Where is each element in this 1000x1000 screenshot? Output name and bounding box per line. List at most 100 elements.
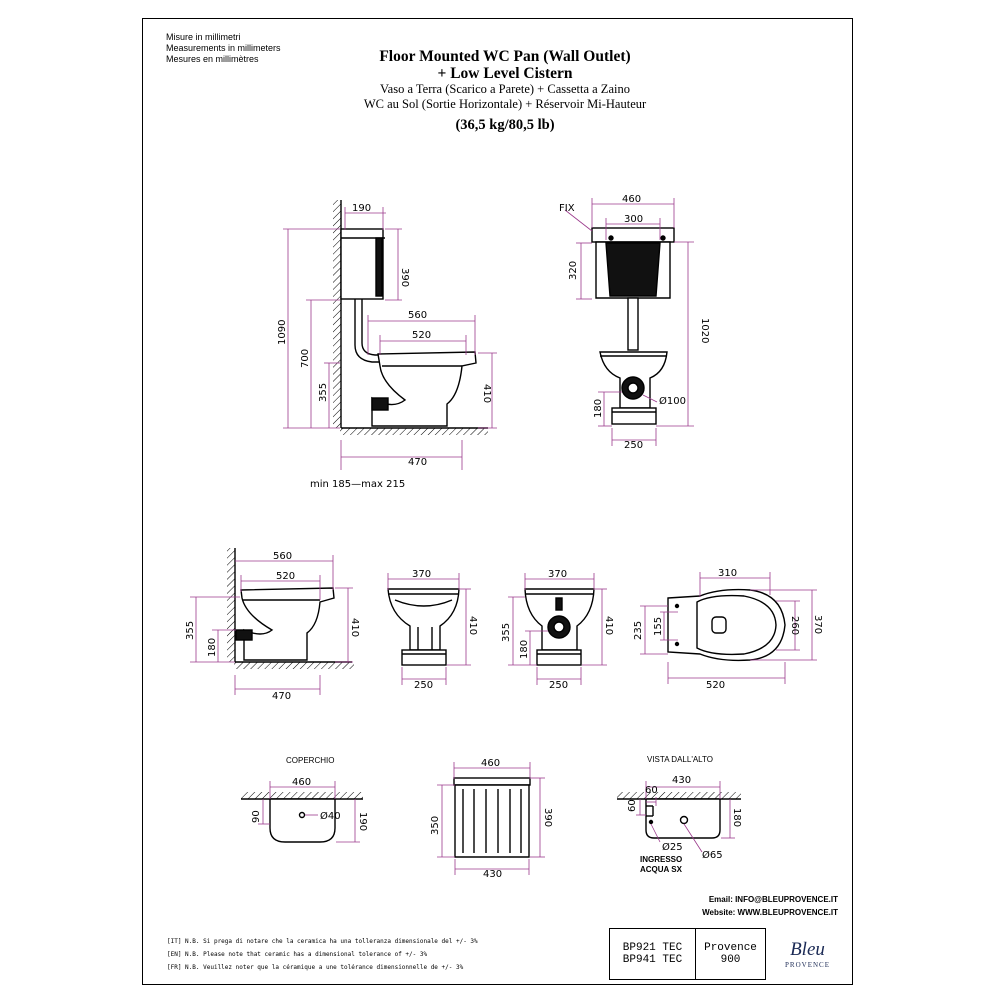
inlet-label-2: ACQUA SX	[640, 865, 683, 874]
note-fr: [FR] N.B. Veuillez noter que la céramiqu…	[167, 964, 464, 971]
fix-label: FIX	[559, 203, 575, 214]
dim-470: 470	[408, 457, 427, 468]
cistern-top-dim-d65: Ø65	[702, 849, 723, 861]
cistern-front-labels: 460 350 390 430	[430, 758, 553, 880]
dim-190: 190	[352, 203, 371, 214]
title-french: WC au Sol (Sortie Horizontale) + Réservo…	[363, 97, 647, 111]
drawing-sheet	[142, 18, 853, 985]
pan-dim-470: 470	[272, 691, 291, 702]
front-view-labels: FIX 460 300 320 1020 180 Ø100 250	[559, 194, 710, 451]
pan-front-dim-250: 250	[414, 680, 433, 691]
lid-dim-460: 460	[292, 777, 311, 788]
cistern-top-view	[617, 792, 741, 839]
lid-view	[241, 792, 363, 843]
pan-dim-355: 355	[185, 621, 196, 640]
units-it: Misure in millimetri	[166, 32, 241, 42]
lid-dim-90: 90	[251, 810, 262, 823]
pan-side-view	[227, 548, 354, 669]
lid-dim-190: 190	[357, 812, 368, 831]
pan-back-labels: 370 355 180 410 250	[501, 569, 614, 691]
side-view-labels: 190 390 560 520 1090 700 355 410 470 min…	[277, 203, 492, 490]
pan-top-labels: 310 235 155 260 370 520	[633, 568, 823, 691]
cistern-dim-460: 460	[481, 758, 500, 769]
weight: (36,5 kg/80,5 lb)	[455, 117, 555, 133]
title-line2: + Low Level Cistern	[437, 65, 573, 82]
pan-side-labels: 560 520 355 180 410 470	[185, 551, 360, 702]
cistern-top-dim-d25: Ø25	[662, 841, 683, 853]
dim-410: 410	[481, 384, 492, 403]
dim-355: 355	[318, 383, 329, 402]
note-en: [EN] N.B. Please note that ceramic has a…	[167, 951, 428, 958]
range-box: Provence 900	[695, 928, 766, 980]
pan-dim-410: 410	[349, 618, 360, 637]
dim-390: 390	[399, 268, 410, 287]
cistern-front-view	[453, 777, 531, 858]
front-view-dims	[564, 198, 694, 446]
title-line1: Floor Mounted WC Pan (Wall Outlet)	[379, 48, 631, 65]
units-en: Measurements in millimeters	[166, 43, 281, 53]
pan-front-view	[387, 588, 460, 666]
cistern-top-dim-60b: 60	[627, 799, 638, 812]
pan-back-dim-355: 355	[501, 623, 512, 642]
side-view-dims	[283, 207, 497, 470]
lid-label: COPERCHIO	[286, 756, 334, 765]
pan-dim-520: 520	[276, 571, 295, 582]
pan-dim-560: 560	[273, 551, 292, 562]
pan-top-dim-235: 235	[633, 621, 644, 640]
pan-dim-180: 180	[207, 638, 218, 657]
cistern-dim-430: 430	[483, 869, 502, 880]
pan-back-dim-370: 370	[548, 569, 567, 580]
product-code-2: BP941 TEC	[622, 954, 683, 966]
lid-labels: COPERCHIO 460 90 Ø40 190	[251, 756, 368, 831]
pan-top-dim-310: 310	[718, 568, 737, 579]
front-view	[591, 227, 675, 425]
dim-180: 180	[593, 399, 604, 418]
pan-back-dim-410: 410	[603, 616, 614, 635]
pan-back-dim-250: 250	[549, 680, 568, 691]
units-fr: Mesures en millimètres	[166, 54, 259, 64]
inlet-label-1: INGRESSO	[640, 855, 682, 864]
pan-front-dim-410: 410	[467, 616, 478, 635]
logo-name: Bleu	[790, 939, 825, 960]
pan-front-dims	[387, 573, 471, 685]
tolerance-notes: [IT] N.B. Si prega di notare che la cera…	[167, 935, 478, 974]
lid-dim-d40: Ø40	[320, 810, 341, 822]
pan-front-dim-370: 370	[412, 569, 431, 580]
pan-top-dim-370: 370	[812, 615, 823, 634]
contact-website: Website: WWW.BLEUPROVENCE.IT	[702, 908, 838, 917]
cistern-top-dim-430: 430	[672, 775, 691, 786]
note-it: [IT] N.B. Si prega di notare che la cera…	[167, 938, 478, 945]
product-code-1: BP921 TEC	[622, 942, 683, 954]
contact-email: Email: INFO@BLEUPROVENCE.IT	[708, 895, 838, 904]
dim-700: 700	[300, 349, 311, 368]
cistern-top-dims	[636, 781, 735, 853]
lid-dims	[258, 781, 360, 843]
dim-300: 300	[624, 214, 643, 225]
pan-top-dims	[640, 572, 817, 684]
min-max-note: min 185—max 215	[310, 479, 405, 490]
pan-top-dim-520: 520	[706, 680, 725, 691]
brand-logo: Bleu PROVENCE	[765, 928, 850, 980]
product-codes-box: BP921 TEC BP941 TEC	[609, 928, 696, 980]
dim-250: 250	[624, 440, 643, 451]
dim-1020: 1020	[699, 318, 710, 343]
range-name: Provence	[704, 942, 757, 954]
cistern-dim-390: 390	[542, 808, 553, 827]
top-view-label: VISTA DALL'ALTO	[647, 755, 713, 764]
pan-top-dim-260: 260	[789, 616, 800, 635]
side-view	[333, 200, 488, 435]
pan-back-view	[524, 588, 595, 666]
pan-front-labels: 370 410 250	[412, 569, 478, 691]
title-italian: Vaso a Terra (Scarico a Parete) + Casset…	[380, 82, 630, 96]
dim-520: 520	[412, 330, 431, 341]
cistern-top-dim-60a: 60	[645, 785, 658, 796]
dim-320: 320	[568, 261, 579, 280]
cistern-top-labels: VISTA DALL'ALTO 430 60 60 180 Ø25 Ø65 IN…	[627, 755, 742, 874]
logo-sub: PROVENCE	[785, 961, 830, 969]
cistern-dim-350: 350	[430, 816, 441, 835]
pan-top-dim-155: 155	[653, 617, 664, 636]
dim-460: 460	[622, 194, 641, 205]
pan-back-dim-180: 180	[519, 640, 530, 659]
units-note: Misure in millimetri Measurements in mil…	[166, 32, 281, 65]
